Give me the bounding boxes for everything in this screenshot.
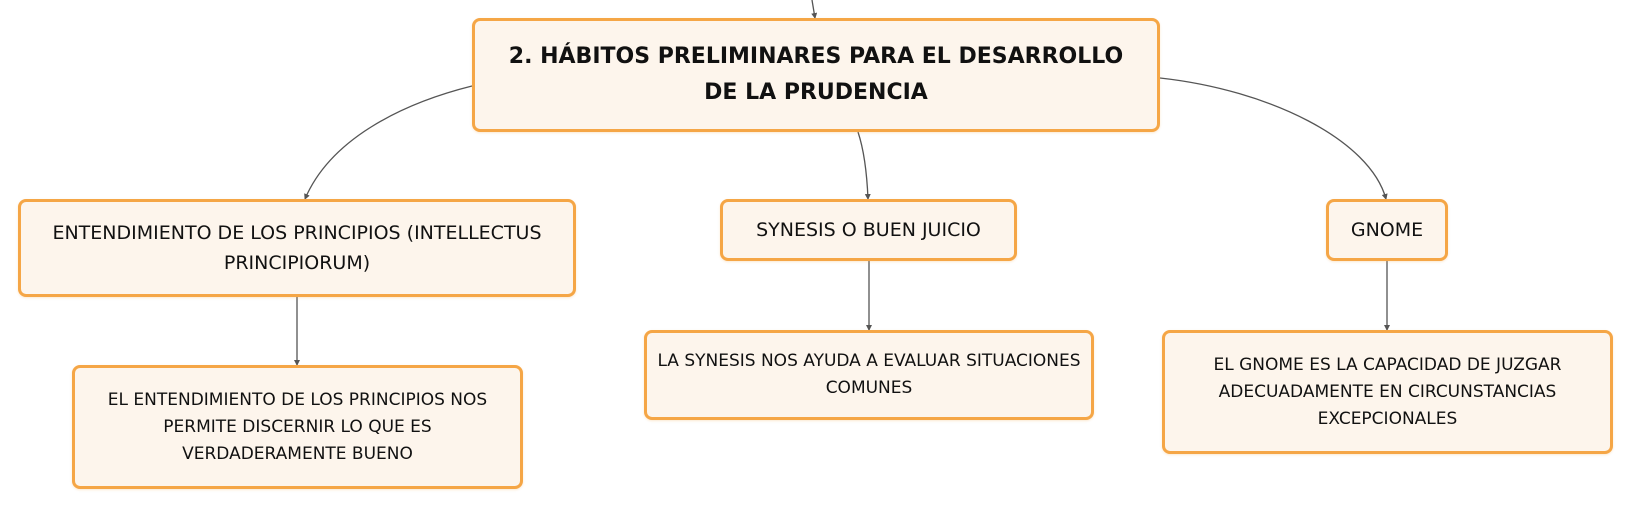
root-topic-label: 2. HÁBITOS PRELIMINARES PARA EL DESARROL… <box>508 44 1124 105</box>
edge-root-to-gnome <box>1159 77 1388 200</box>
subtopic-node-entendimiento[interactable]: EL ENTENDIMIENTO DE LOS PRINCIPIOS NOS P… <box>72 365 523 489</box>
edge-parent-to-root <box>811 0 818 19</box>
edge-root-to-synesis <box>857 131 871 200</box>
root-topic-node[interactable]: 2. HÁBITOS PRELIMINARES PARA EL DESARROL… <box>472 18 1160 132</box>
topic-label-synesis: SYNESIS O BUEN JUICIO <box>756 219 981 241</box>
edge-root-to-entendimiento <box>304 85 473 200</box>
topic-label-entendimiento: ENTENDIMIENTO DE LOS PRINCIPIOS (INTELLE… <box>52 222 542 274</box>
subtopic-node-synesis[interactable]: LA SYNESIS NOS AYUDA A EVALUAR SITUACION… <box>644 330 1094 420</box>
topic-node-gnome[interactable]: GNOME <box>1326 199 1448 261</box>
topic-node-entendimiento[interactable]: ENTENDIMIENTO DE LOS PRINCIPIOS (INTELLE… <box>18 199 576 297</box>
subtopic-node-gnome[interactable]: EL GNOME ES LA CAPACIDAD DE JUZGAR ADECU… <box>1162 330 1613 454</box>
subtopic-label-entendimiento: EL ENTENDIMIENTO DE LOS PRINCIPIOS NOS P… <box>107 389 488 464</box>
topic-node-synesis[interactable]: SYNESIS O BUEN JUICIO <box>720 199 1017 261</box>
subtopic-label-gnome: EL GNOME ES LA CAPACIDAD DE JUZGAR ADECU… <box>1213 354 1562 429</box>
subtopic-label-synesis: LA SYNESIS NOS AYUDA A EVALUAR SITUACION… <box>657 351 1081 398</box>
topic-label-gnome: GNOME <box>1350 219 1424 241</box>
